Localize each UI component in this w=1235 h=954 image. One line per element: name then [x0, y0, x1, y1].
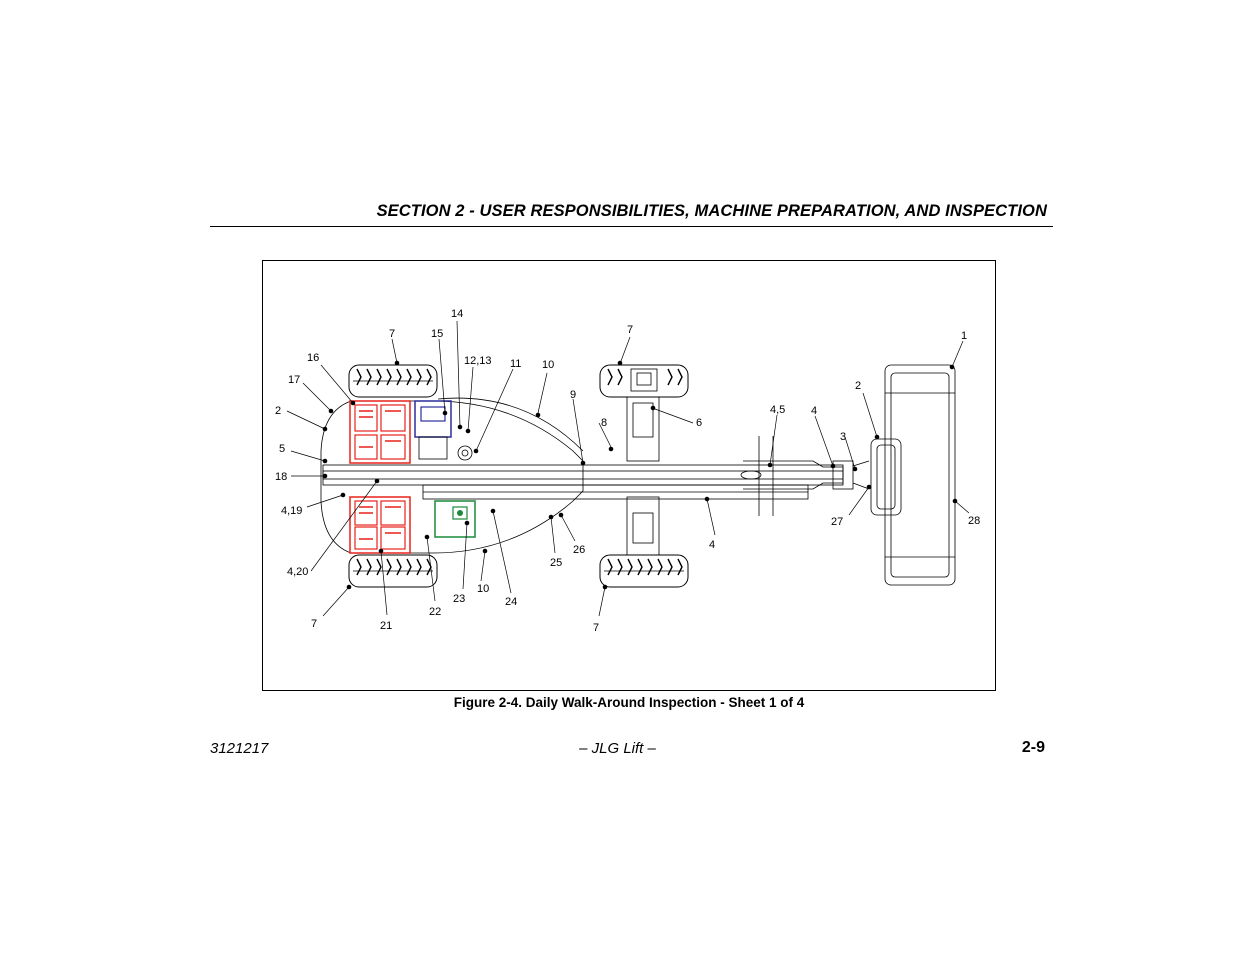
callout-22: 22	[429, 606, 441, 618]
callout-6: 6	[696, 417, 702, 429]
callout-4-19: 4,19	[281, 505, 302, 517]
callout-leaders	[286, 320, 970, 617]
callout-23: 23	[453, 593, 465, 605]
callout-7-rear-bottom: 7	[311, 618, 317, 630]
callout-14: 14	[451, 308, 463, 320]
section-header: SECTION 2 - USER RESPONSIBILITIES, MACHI…	[210, 200, 1053, 227]
callout-17: 17	[288, 374, 300, 386]
callout-16: 16	[307, 352, 319, 364]
callout-4-5: 4,5	[770, 404, 785, 416]
boom	[322, 436, 854, 516]
callout-28: 28	[968, 515, 980, 527]
callout-3: 3	[840, 431, 846, 443]
footer-publisher: – JLG Lift –	[579, 740, 656, 757]
platform	[852, 364, 956, 586]
callout-15: 15	[431, 328, 443, 340]
callout-26: 26	[573, 544, 585, 556]
machine-top-view-diagram: 1 2 2 3 4 4 4,5 4,19 4,20 5 6 7 7 7 7 8 …	[275, 308, 980, 634]
callout-21: 21	[380, 620, 392, 632]
callout-4-20: 4,20	[287, 566, 308, 578]
callout-2-platform: 2	[855, 380, 861, 392]
callout-11: 11	[510, 358, 521, 370]
chassis-outline	[320, 400, 584, 554]
callout-2-chassis: 2	[275, 405, 281, 417]
figure-caption: Figure 2-4. Daily Walk-Around Inspection…	[453, 695, 805, 710]
callout-5: 5	[279, 443, 285, 455]
tire-rear-top	[348, 364, 438, 398]
counterweight-arc	[437, 397, 584, 452]
callout-1: 1	[961, 330, 967, 342]
tire-front-top	[599, 364, 689, 398]
section-title: SECTION 2 - USER RESPONSIBILITIES, MACHI…	[376, 202, 1047, 220]
front-axle-frame	[626, 396, 660, 462]
drive-motor	[414, 400, 473, 461]
callout-25: 25	[550, 557, 562, 569]
callout-10-lower: 10	[477, 583, 489, 595]
control-module	[434, 500, 476, 538]
document-number: 3121217	[210, 740, 269, 757]
callout-7-rear-top: 7	[389, 328, 395, 340]
battery-pack-top	[349, 400, 411, 464]
callout-12-13: 12,13	[464, 355, 492, 367]
callout-7-front-bottom: 7	[593, 622, 599, 634]
callout-8: 8	[601, 417, 607, 429]
callout-4-lower: 4	[709, 539, 715, 551]
front-axle-frame-lower	[626, 496, 660, 556]
callout-27: 27	[831, 516, 843, 528]
callout-10-upper: 10	[542, 359, 554, 371]
page-number: 2-9	[1021, 739, 1045, 756]
callout-labels: 1 2 2 3 4 4 4,5 4,19 4,20 5 6 7 7 7 7 8 …	[275, 308, 980, 634]
tire-rear-bottom	[348, 554, 438, 588]
callout-7-front-top: 7	[627, 324, 633, 336]
figure-frame: 1 2 2 3 4 4 4,5 4,19 4,20 5 6 7 7 7 7 8 …	[262, 260, 996, 691]
tire-front-bottom	[599, 554, 689, 588]
callout-24: 24	[505, 596, 517, 608]
callout-18: 18	[275, 471, 287, 483]
callout-4-upper: 4	[811, 405, 817, 417]
callout-9: 9	[570, 389, 576, 401]
